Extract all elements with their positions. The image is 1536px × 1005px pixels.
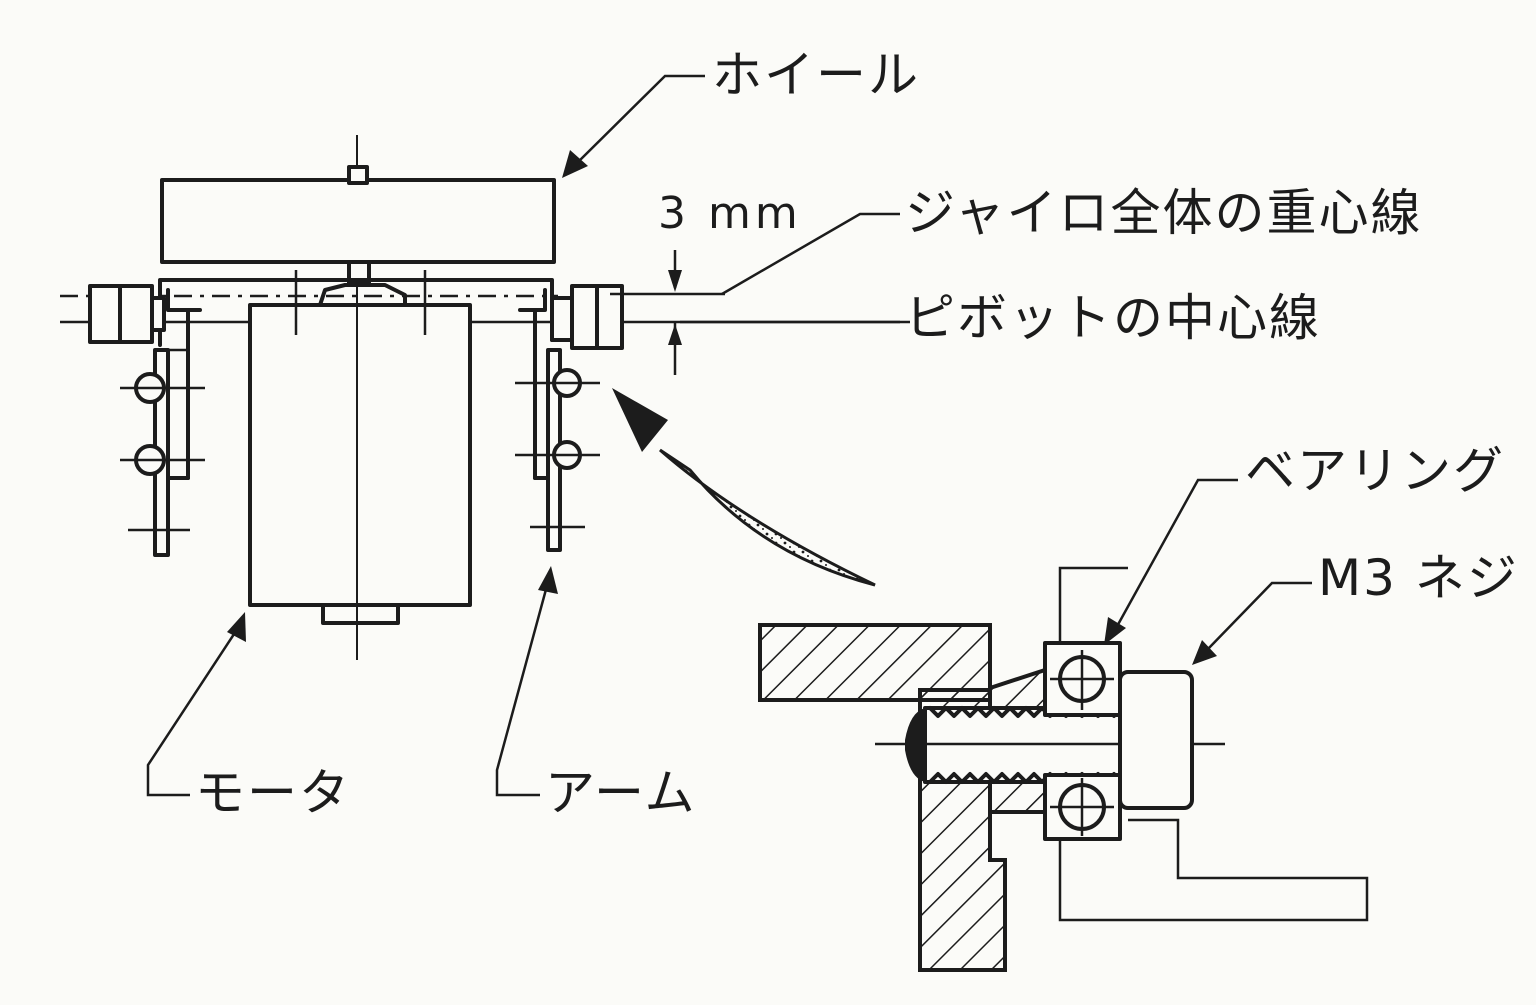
pivot-line-label: ピボットの中心線	[905, 289, 1321, 347]
cog-line-label: ジャイロ全体の重心線	[905, 184, 1423, 242]
motor-body	[248, 303, 472, 607]
motor-label: モータ	[195, 764, 351, 822]
bearing-label: ベアリング	[1245, 442, 1505, 500]
gap-dimension	[610, 250, 725, 375]
left-arm	[153, 348, 170, 557]
motor-leader	[146, 612, 246, 797]
right-arm	[546, 348, 562, 552]
motor-mount	[318, 283, 407, 307]
bearing	[1043, 641, 1122, 841]
pivot-detail	[758, 566, 1369, 972]
detail-arrow	[612, 388, 876, 587]
motor-boss	[321, 603, 400, 625]
screw-leader	[1192, 581, 1312, 665]
wheel-leader	[562, 74, 705, 178]
screw-label: M3 ネジ	[1318, 549, 1519, 607]
wheel	[160, 178, 556, 264]
cog-leader	[721, 212, 900, 296]
gap-label: 3 mm	[658, 188, 802, 239]
arm-label: アーム	[545, 764, 697, 822]
wheel-label: ホイール	[712, 46, 920, 104]
wheel-hub	[347, 165, 369, 185]
arm-leader	[495, 566, 558, 797]
bearing-leader	[1104, 478, 1238, 645]
